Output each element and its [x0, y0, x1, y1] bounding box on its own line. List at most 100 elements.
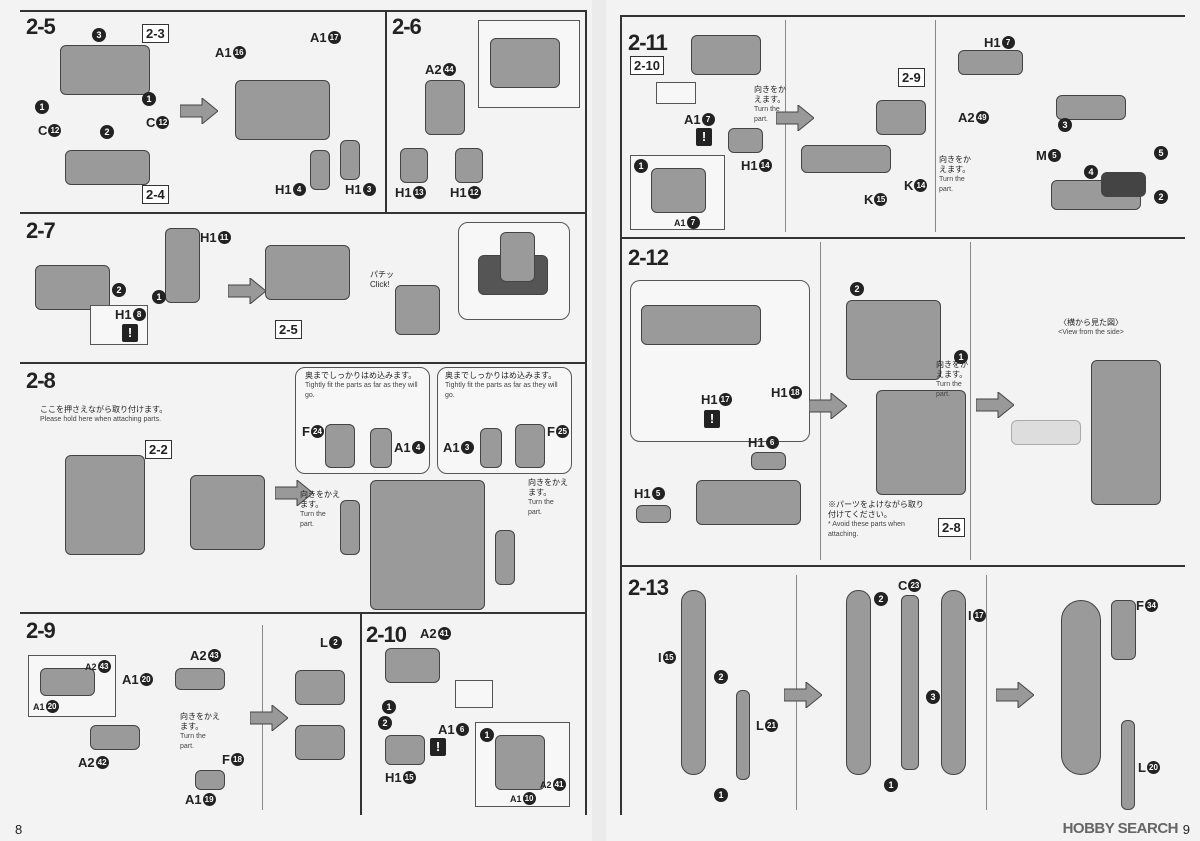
divider [20, 212, 585, 214]
part-drawing [876, 100, 926, 135]
detail-inset [455, 680, 493, 708]
sequence-number: 4 [1084, 165, 1098, 179]
sequence-number: 2 [874, 592, 888, 606]
sequence-number: 3 [926, 690, 940, 704]
part-drawing [235, 80, 330, 140]
part-drawing [340, 140, 360, 180]
part-drawing [901, 595, 919, 770]
divider [360, 612, 362, 815]
part-drawing [1111, 600, 1136, 660]
next-arrow-icon [275, 480, 313, 506]
instruction-note: 奥までしっかりはめ込みます。Tightly fit the parts as f… [305, 371, 418, 399]
turn-note: 向きをかえます。Turn the part. [939, 155, 971, 193]
part-drawing [65, 455, 145, 555]
ref-box: 2-3 [142, 24, 169, 43]
part-drawing [65, 150, 150, 185]
part-drawing [265, 245, 350, 300]
next-arrow-icon [776, 105, 814, 131]
part-drawing [385, 735, 425, 765]
part-drawing [425, 80, 465, 135]
part-drawing [395, 285, 440, 335]
divider [620, 15, 622, 815]
step-number: 2-5 [26, 14, 56, 39]
next-arrow-icon [250, 705, 288, 731]
divider [970, 242, 971, 560]
sequence-number: 3 [92, 28, 106, 42]
divider [620, 565, 1185, 567]
page-number: 9 [1182, 822, 1190, 837]
part-drawing [651, 168, 706, 213]
next-arrow-icon [180, 98, 218, 124]
part-drawing [728, 128, 763, 153]
next-arrow-icon [784, 682, 822, 708]
part-drawing [846, 300, 941, 380]
divider [385, 10, 387, 212]
part-drawing [310, 150, 330, 190]
sequence-number: 1 [152, 290, 166, 304]
part-drawing [370, 480, 485, 610]
instruction-note: ここを押さえながら取り付けます。Please hold here when at… [40, 405, 168, 423]
step-number: 2-8 [26, 368, 56, 393]
turn-note: 向きをかえます。Turn the part. [754, 85, 786, 123]
part-drawing [295, 670, 345, 705]
sequence-number: 1 [35, 100, 49, 114]
part-drawing [455, 148, 483, 183]
warning-icon: ! [430, 738, 446, 756]
divider [986, 575, 987, 810]
instruction-note: 奥までしっかりはめ込みます。Tightly fit the parts as f… [445, 371, 558, 399]
part-drawing [495, 530, 515, 585]
part-drawing [801, 145, 891, 173]
step-number: 2-13 [628, 575, 669, 600]
turn-note: 向きをかえます。Turn the part. [528, 478, 568, 516]
step-number: 2-7 [26, 218, 56, 243]
click-sound-text: パチッ Click! [370, 270, 394, 289]
next-arrow-icon [809, 393, 847, 419]
part-drawing [60, 45, 150, 95]
divider [620, 15, 1185, 17]
step-number: 2-12 [628, 245, 669, 270]
part-drawing [370, 428, 392, 468]
next-arrow-icon [976, 392, 1014, 418]
part-drawing [295, 725, 345, 760]
sequence-number: 1 [954, 350, 968, 364]
part-drawing [1121, 720, 1135, 810]
divider [585, 10, 587, 815]
part-drawing [696, 480, 801, 525]
turn-note: 向きをかえます。Turn the part. [180, 712, 220, 750]
part-drawing [736, 690, 750, 780]
part-drawing [90, 725, 140, 750]
part-drawing [941, 590, 966, 775]
divider [785, 20, 786, 232]
ref-box: 2-8 [938, 518, 965, 537]
part-drawing [1101, 172, 1146, 197]
turn-note: 向きをかえます。Turn the part. [300, 490, 340, 528]
sequence-number: 1 [142, 92, 156, 106]
part-drawing [958, 50, 1023, 75]
warning-icon: ! [696, 128, 712, 146]
next-arrow-icon [228, 278, 266, 304]
warning-icon: ! [704, 410, 720, 428]
